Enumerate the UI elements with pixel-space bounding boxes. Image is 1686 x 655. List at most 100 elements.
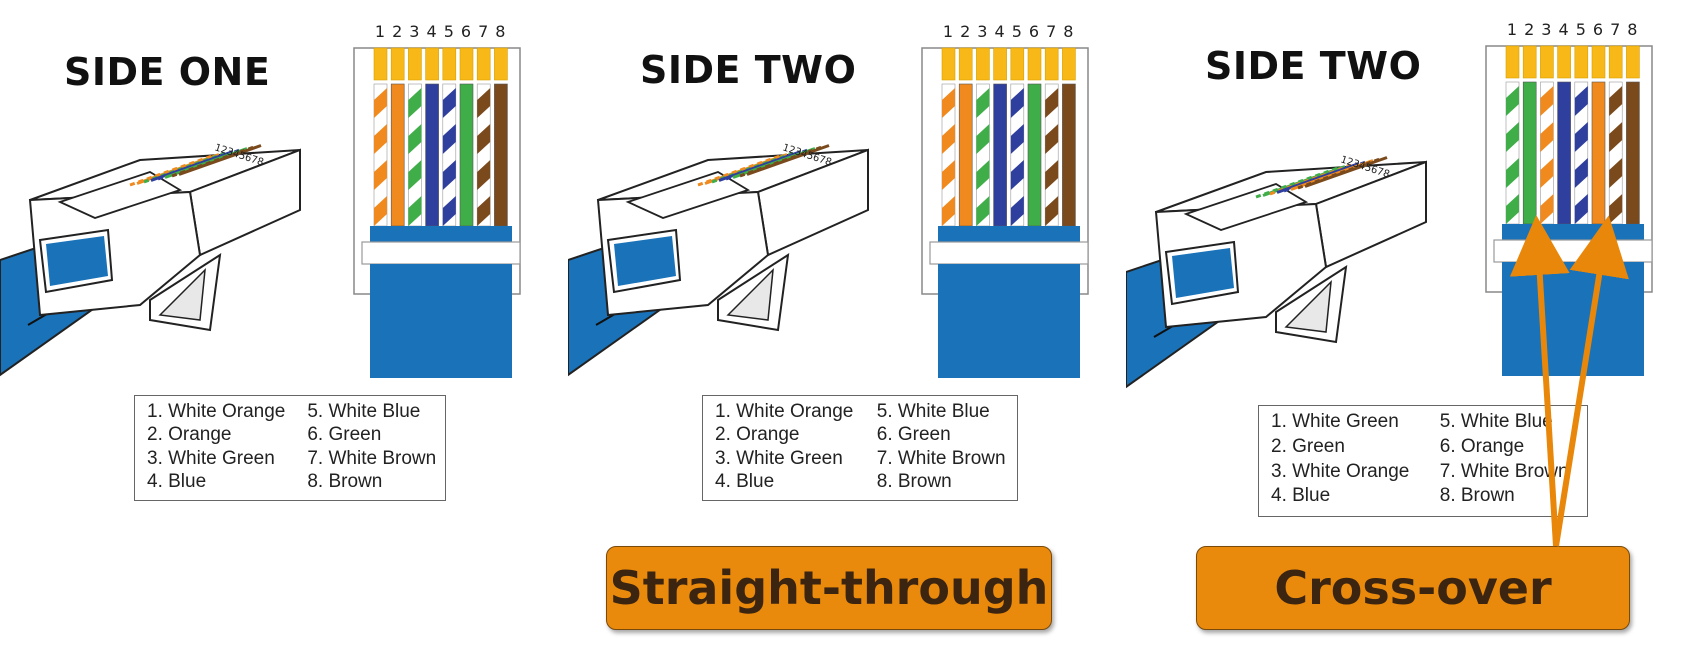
straight-through-label: Straight-through <box>606 546 1052 630</box>
gold-contact-pin <box>1591 45 1606 79</box>
gold-contact-pin <box>993 47 1007 81</box>
wire-orange <box>390 83 405 227</box>
wire-white-green <box>408 83 422 227</box>
wire-white-blue <box>1574 81 1589 225</box>
gold-contact-pin <box>941 47 956 81</box>
wire-blue <box>993 83 1007 227</box>
wire-blue <box>425 83 439 227</box>
legend-entry: 5. White Blue <box>1439 411 1553 432</box>
gold-contact-pin <box>1010 47 1025 81</box>
wire-brown <box>178 144 262 176</box>
pin-number-label: 2 <box>1524 20 1534 39</box>
side-two-crossover-title: SIDE TWO <box>1205 44 1422 88</box>
legend-entry: 5. White Blue <box>307 401 421 422</box>
legend-entry: 1. White Green <box>1271 411 1399 432</box>
wire-white-orange <box>1540 81 1554 225</box>
wire-brown <box>1304 156 1388 188</box>
pin-number-label: 5 <box>1012 22 1022 41</box>
pin-number-label: 7 <box>1610 20 1620 39</box>
wire-white-green <box>1505 81 1520 225</box>
pin-number-label: 8 <box>1627 20 1637 39</box>
legend-entry: 4. Blue <box>147 470 207 492</box>
wire-green <box>1522 81 1537 225</box>
wire-brown <box>1626 81 1640 225</box>
legend-entry: 8. Brown <box>876 470 952 492</box>
gold-contact-pin <box>1522 45 1537 79</box>
wire-white-brown <box>1044 83 1059 227</box>
wire-white-blue <box>1010 83 1025 227</box>
pin-number-label: 1 <box>943 22 953 41</box>
cable-jacket <box>1502 262 1644 376</box>
gold-contact-pin <box>1608 45 1623 79</box>
cross-over-label: Cross-over <box>1196 546 1630 630</box>
pin-number-label: 7 <box>1046 22 1056 41</box>
pin-number-label: 1 <box>1507 20 1517 39</box>
side-two-straight-title: SIDE TWO <box>640 48 857 92</box>
pin-number-label: 4 <box>1559 20 1569 39</box>
legend-entry: 6. Orange <box>1439 435 1525 457</box>
gold-contact-pin <box>1062 47 1076 81</box>
wire-brown <box>494 83 508 227</box>
gold-contact-pin <box>1027 47 1042 81</box>
rj45-plug-illustration: 12345678 <box>1125 132 1436 396</box>
legend-entry: 8. Brown <box>307 470 383 492</box>
legend-entry: 2. Orange <box>147 424 232 446</box>
gold-contact-pin <box>442 47 457 81</box>
wire-white-blue <box>442 83 457 227</box>
wire-brown <box>1062 83 1076 227</box>
pin-number-label: 7 <box>478 22 488 41</box>
wire-white-green <box>976 83 990 227</box>
gold-contact-pin <box>1574 45 1589 79</box>
pin-number-label: 6 <box>461 22 471 41</box>
gold-contact-pin <box>976 47 990 81</box>
cable-jacket <box>938 264 1080 378</box>
legend-entry: 7. White Brown <box>307 447 437 469</box>
wire-blue <box>1557 81 1571 225</box>
wire-white-brown <box>1608 81 1623 225</box>
pin-number-label: 3 <box>409 22 419 41</box>
wire-brown <box>746 144 830 176</box>
legend-entry: 7. White Brown <box>876 447 1006 469</box>
pin-number-label: 4 <box>427 22 437 41</box>
gold-contact-pin <box>494 47 508 81</box>
wire-orange <box>1591 81 1606 225</box>
legend-entry: 6. Green <box>876 424 951 446</box>
pin-number-label: 2 <box>960 22 970 41</box>
pin-number-label: 6 <box>1593 20 1603 39</box>
gold-contact-pin <box>476 47 491 81</box>
gold-contact-pin <box>958 47 973 81</box>
pin-number-label: 8 <box>1063 22 1073 41</box>
legend-entry: 8. Brown <box>1439 485 1515 507</box>
legend-entry: 6. Green <box>307 424 382 446</box>
legend-entry: 1. White Orange <box>715 401 854 422</box>
pin-number-label: 5 <box>444 22 454 41</box>
gold-contact-pin <box>390 47 405 81</box>
wire-green <box>1027 83 1042 227</box>
gold-contact-pin <box>1626 45 1640 79</box>
pin-number-label: 2 <box>392 22 402 41</box>
wire-orange <box>958 83 973 227</box>
wire-green <box>459 83 474 227</box>
pin-number-label: 5 <box>1576 20 1586 39</box>
gold-contact-pin <box>1540 45 1554 79</box>
legend-entry: 4. Blue <box>715 470 775 492</box>
pin-number-label: 1 <box>375 22 385 41</box>
cable-jacket <box>370 264 512 378</box>
legend-entry: 5. White Blue <box>876 401 990 422</box>
legend-entry: 3. White Green <box>715 447 843 469</box>
rj45-plug-illustration: 12345678 <box>0 120 310 384</box>
pin-number-label: 8 <box>495 22 505 41</box>
gold-contact-pin <box>1505 45 1520 79</box>
wire-color-legend: 1. White Orange 5. White Blue 2. Orange 6. … <box>134 395 446 501</box>
legend-entry: 2. Green <box>1271 435 1345 457</box>
legend-entry: 1. White Orange <box>147 401 286 422</box>
legend-entry: 2. Orange <box>715 424 800 446</box>
gold-contact-pin <box>425 47 439 81</box>
pin-number-label: 3 <box>977 22 987 41</box>
wire-color-legend: 1. White Green 5. White Blue 2. Green 6. Or… <box>1258 405 1588 517</box>
gold-contact-pin <box>1044 47 1059 81</box>
wire-white-brown <box>476 83 491 227</box>
